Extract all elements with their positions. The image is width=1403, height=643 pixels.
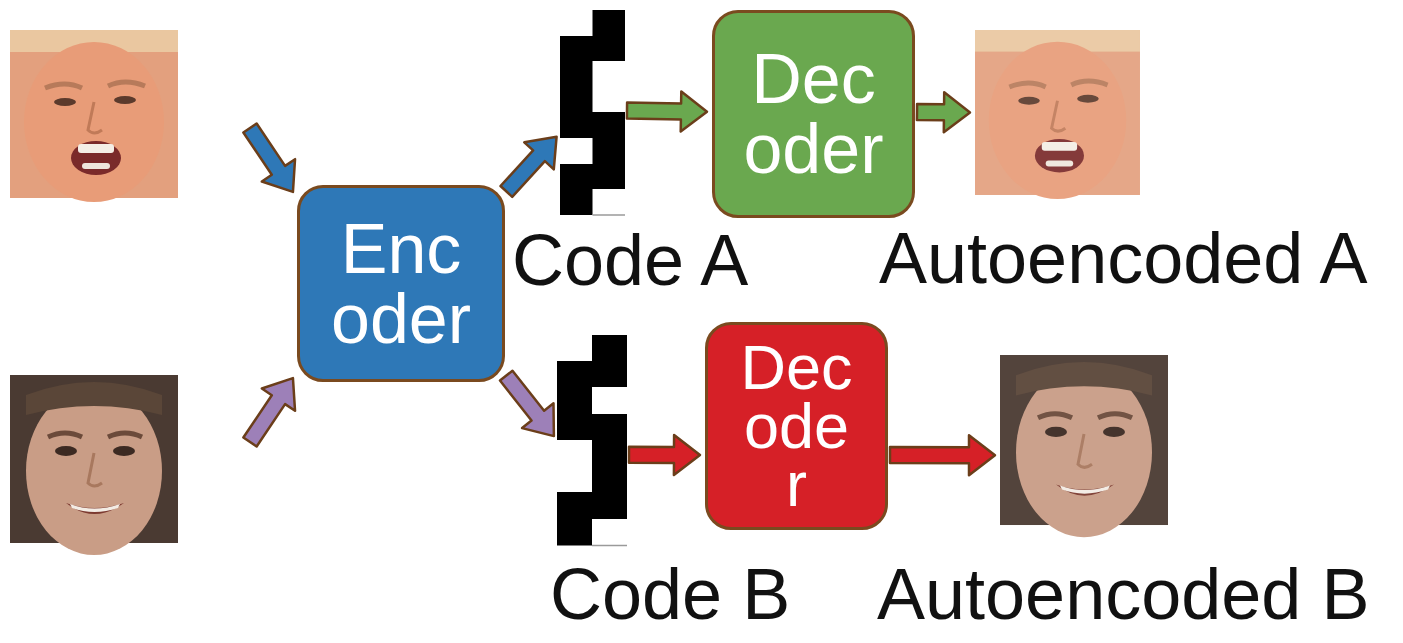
block-arrow bbox=[629, 435, 700, 475]
encoder-box: Enc oder bbox=[297, 185, 505, 382]
code-strip bbox=[557, 335, 627, 546]
node-label: Dec ode r bbox=[740, 338, 852, 514]
block-arrow bbox=[500, 371, 554, 436]
input-arrow bbox=[233, 117, 309, 203]
node-label: Enc oder bbox=[331, 214, 471, 354]
block-arrow bbox=[501, 137, 557, 197]
input-face bbox=[10, 30, 178, 202]
node-label: Dec oder bbox=[743, 44, 883, 184]
code-strip-area bbox=[560, 10, 625, 215]
decoder-box: Dec ode r bbox=[705, 322, 888, 530]
code-strip bbox=[560, 10, 625, 215]
decoder-box: Dec oder bbox=[712, 10, 915, 218]
block-arrow bbox=[890, 435, 995, 475]
node-heading: Code B bbox=[550, 558, 790, 630]
block-arrow bbox=[627, 91, 707, 131]
output-face-area bbox=[975, 30, 1140, 195]
output-face bbox=[975, 30, 1140, 199]
code-strip-area bbox=[557, 335, 627, 545]
output-face-area bbox=[1000, 355, 1168, 525]
block-arrow bbox=[917, 92, 970, 132]
input-arrow bbox=[233, 367, 309, 453]
output-image: Autoencoded B bbox=[870, 353, 1380, 638]
input-face bbox=[10, 375, 178, 555]
output-image: Autoencoded A bbox=[870, 28, 1380, 300]
node-heading: Autoencoded B bbox=[877, 558, 1369, 630]
node-heading: Code A bbox=[512, 224, 748, 296]
output-face bbox=[1000, 355, 1168, 537]
node-heading: Autoencoded A bbox=[879, 222, 1367, 294]
